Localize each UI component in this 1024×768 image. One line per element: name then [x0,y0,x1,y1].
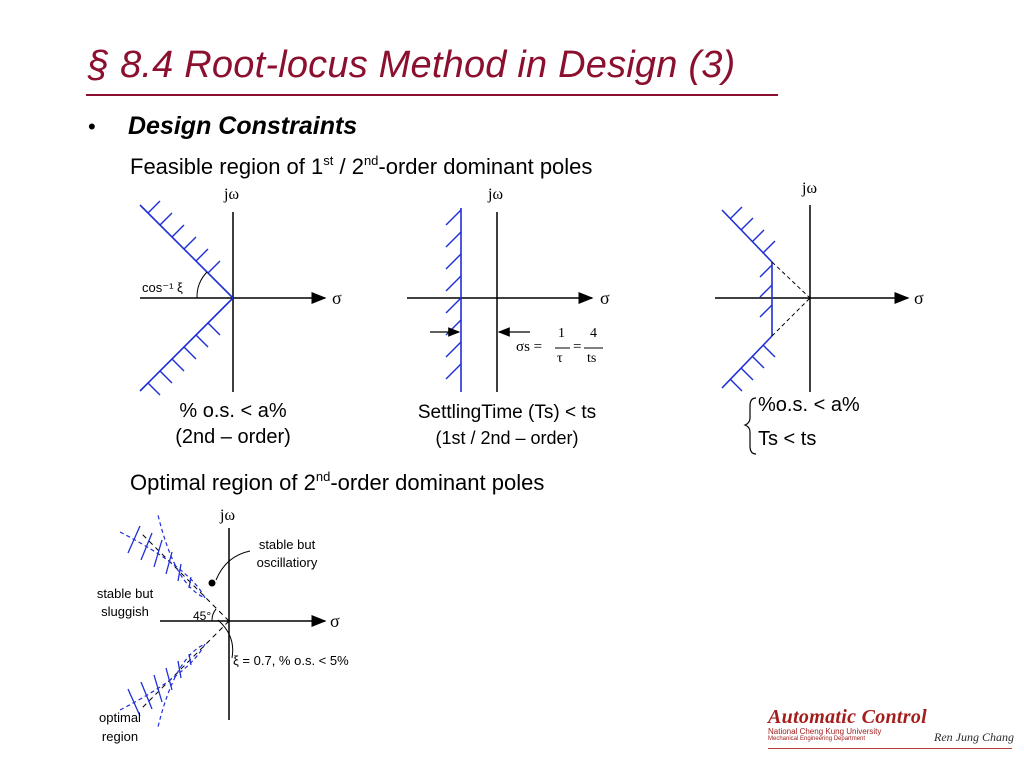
bullet-marker: • [88,114,96,139]
d4-angle-arc [211,608,217,622]
feasible-caption-mid: / 2 [333,154,364,179]
d3-lower-boundary [721,335,773,389]
d4-stable-sluggish-line2: sluggish [101,604,149,619]
feasible-caption: Feasible region of 1st / 2nd-order domin… [130,153,593,180]
logo-underline [768,748,1012,749]
diagram1-root-wedge [139,200,327,396]
diagram4-optimal [119,514,327,728]
d4-optimal-region-line1: optimal [99,710,141,725]
d4-angle-label: 45° [193,609,212,623]
optimal-caption-post: -order dominant poles [330,470,545,495]
d1-jw-label: jω [224,186,239,203]
logo-department: Mechanical Engineering Department [768,736,866,742]
d3-dashed-upper [771,261,811,299]
slide-title: § 8.4 Root-locus Method in Design (3) [88,44,736,86]
d4-oscillatory-pole [208,579,216,587]
d2-frac1-den: τ [557,351,563,366]
d4-hatch-upper [127,525,192,589]
d3-upper-boundary [721,209,773,263]
d4-optimal-region-line2: region [101,729,139,744]
d2-constraint-line2: (1st / 2nd – order) [435,428,579,448]
d4-damping-formula: ξ = 0.7, % o.s. < 5% [233,653,349,668]
d4-pointer-oscillatory [215,550,251,581]
optimal-caption-sup: nd [315,469,331,484]
d2-frac2-num: 4 [590,326,597,341]
d4-dashed-45-upper [139,531,230,622]
d1-constraint-line1: % o.s. < a% [179,400,287,422]
d4-stable-sluggish-line1: stable but [96,586,154,601]
d3-brace [743,397,757,455]
d3-constraint-line2: Ts < ts [758,428,817,450]
d1-hatch-lower [147,322,221,396]
d2-jw-label: jω [488,186,503,203]
diagram2-settling-time [407,208,603,392]
title-underline [86,94,778,96]
d4-optimal-lobe-lower [119,642,207,728]
optimal-caption: Optimal region of 2nd-order dominant pol… [130,469,545,496]
d3-constraint-line1: %o.s. < a% [758,394,860,416]
feasible-caption-sup1: st [323,153,334,168]
d4-jw-label: jω [220,507,235,524]
d4-optimal-lobe-upper [119,514,207,600]
d1-angle-label: cos⁻¹ ξ [142,280,183,295]
diagram3-combined [715,205,910,455]
logo-university: National Cheng Kung University [768,727,882,736]
d4-stable-oscillatory-line1: stable but [258,537,316,552]
feasible-caption-sup2: nd [363,153,379,168]
author-signature: Ren Jung Chang [934,730,1014,744]
d1-lower-boundary [139,297,234,392]
d1-sigma-label: σ [332,288,342,308]
d1-constraint-line2: (2nd – order) [175,426,291,448]
d4-stable-oscillatory-line2: oscillatiory [256,555,318,570]
d2-sigma-label: σ [600,288,610,308]
feasible-caption-post: -order dominant poles [378,154,593,179]
feasible-caption-pre: Feasible region of 1 [130,154,324,179]
d2-constraint-line1: SettlingTime (Ts) < ts [417,402,597,423]
d3-sigma-label: σ [914,288,924,308]
d4-hatch-lower [127,653,192,717]
d3-hatch-mid [759,264,773,318]
d1-upper-boundary [139,204,234,299]
logo-title: Automatic Control [768,706,928,728]
d3-jw-label: jω [802,180,817,197]
d3-hatch-upper [729,206,776,254]
d2-formula-lhs: σs = [516,339,543,355]
d4-dashed-45-lower [139,620,230,711]
d1-angle-arc [196,271,208,299]
d4-sigma-label: σ [330,611,340,631]
d2-formula-eq: = [573,339,582,355]
d2-frac1-num: 1 [558,326,565,341]
optimal-caption-pre: Optimal region of 2 [130,470,316,495]
d2-hatch [445,209,462,380]
d3-hatch-lower [729,344,776,392]
d1-hatch-upper [147,200,221,274]
d2-frac2-den: ts [587,351,597,366]
bullet-heading: Design Constraints [128,112,358,140]
d4-pointer-formula [217,619,234,659]
automatic-control-logo: Automatic Control National Cheng Kung Un… [768,706,927,742]
d3-dashed-lower [771,297,811,337]
